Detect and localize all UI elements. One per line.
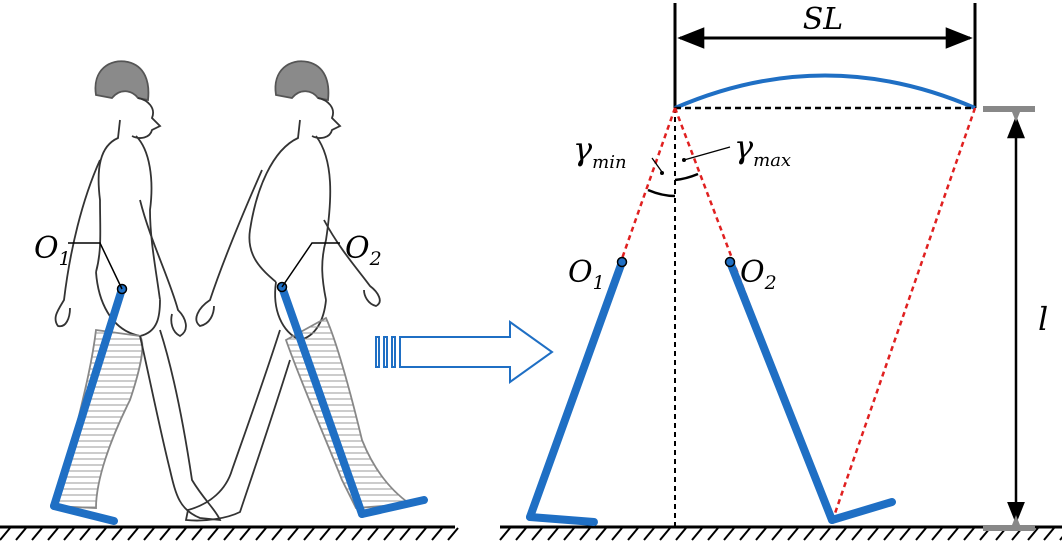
o1-letter: O xyxy=(34,231,59,266)
o1-subscript: 1 xyxy=(59,248,71,270)
svg-text:O2: O2 xyxy=(345,231,382,270)
gait-model: SL O1 O2 xyxy=(499,2,1062,541)
gamma-min-symbol: γ xyxy=(573,130,593,168)
gamma-max-symbol: γ xyxy=(734,128,754,166)
stride-length-label: SL xyxy=(803,2,843,37)
leg-model-o1 xyxy=(526,256,628,526)
gamma-min-subscript: min xyxy=(592,152,626,173)
transition-arrow xyxy=(375,320,554,384)
label-o2-left: O2 xyxy=(281,231,382,288)
label-o1-left: O1 xyxy=(34,231,123,290)
leg-model-o2 xyxy=(724,256,896,524)
label-o2-right: O2 xyxy=(740,255,777,294)
leg-length-dimension: l xyxy=(983,106,1048,531)
joint-o2-dot xyxy=(724,256,736,268)
leg-length-label: l xyxy=(1038,300,1048,338)
walking-illustration: O1 O2 xyxy=(0,60,459,541)
svg-text:γmax: γmax xyxy=(734,128,791,171)
o2-letter: O xyxy=(740,255,765,290)
ground-right xyxy=(499,525,1062,541)
gamma-min-annotation: γmin xyxy=(573,130,676,198)
o1-letter: O xyxy=(568,255,593,290)
stride-length-dimension: SL xyxy=(673,2,977,108)
walker-figure-2 xyxy=(184,60,413,522)
svg-text:γmin: γmin xyxy=(573,130,627,173)
walker-figure-1 xyxy=(50,60,222,522)
o1-subscript: 1 xyxy=(593,272,605,294)
svg-text:O1: O1 xyxy=(34,231,71,270)
hip-trajectory-arc xyxy=(674,73,976,110)
joint-o1-dot xyxy=(616,256,628,268)
label-o1-right: O1 xyxy=(568,255,605,294)
gamma-max-annotation: γmax xyxy=(674,128,791,182)
o2-subscript: 2 xyxy=(369,248,382,270)
o2-letter: O xyxy=(345,231,370,266)
o2-subscript: 2 xyxy=(764,272,777,294)
leg-model-figure-1 xyxy=(50,283,128,525)
ground-left xyxy=(0,525,459,541)
gamma-max-subscript: max xyxy=(753,150,791,171)
